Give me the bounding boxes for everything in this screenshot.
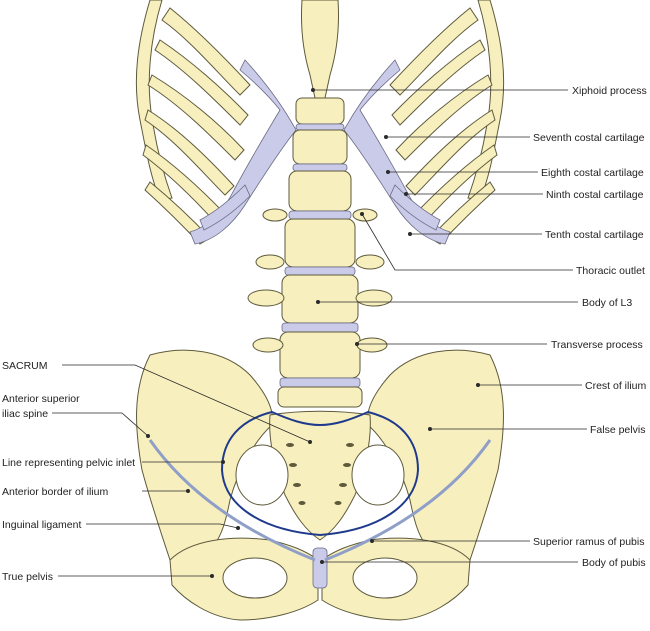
label-sacrum: SACRUM [2,360,48,372]
leader-lines [52,88,587,578]
label-true-pelvis: True pelvis [2,571,53,583]
label-superior-ramus-of-pubis: Superior ramus of pubis [533,536,644,548]
pelvic-inlet-line [220,410,420,537]
label-seventh-costal-cartilage: Seventh costal cartilage [533,132,645,144]
label-anterior-border-of-ilium: Anterior border of ilium [2,486,108,498]
label-asis-line2: iliac spine [2,408,48,420]
label-asis-line1: Anterior superior [2,393,80,405]
label-inguinal-ligament: Inguinal ligament [2,519,81,531]
label-tenth-costal-cartilage: Tenth costal cartilage [545,229,644,241]
vertebral-column [247,97,393,408]
label-thoracic-outlet: Thoracic outlet [576,265,645,277]
label-xiphoid-process: Xiphoid process [572,85,647,97]
pelvis [136,349,504,621]
label-crest-of-ilium: Crest of ilium [585,380,647,392]
rib-cage [135,0,505,245]
label-false-pelvis: False pelvis [590,424,645,436]
label-transverse-process: Transverse process [551,339,643,351]
label-body-of-pubis: Body of pubis [582,557,646,569]
label-ninth-costal-cartilage: Ninth costal cartilage [546,189,644,201]
label-body-of-l3: Body of L3 [582,297,632,309]
labels: Xiphoid process Seventh costal cartilage… [2,85,647,583]
label-eighth-costal-cartilage: Eighth costal cartilage [541,167,644,179]
label-pelvic-inlet: Line representing pelvic inlet [2,457,135,469]
